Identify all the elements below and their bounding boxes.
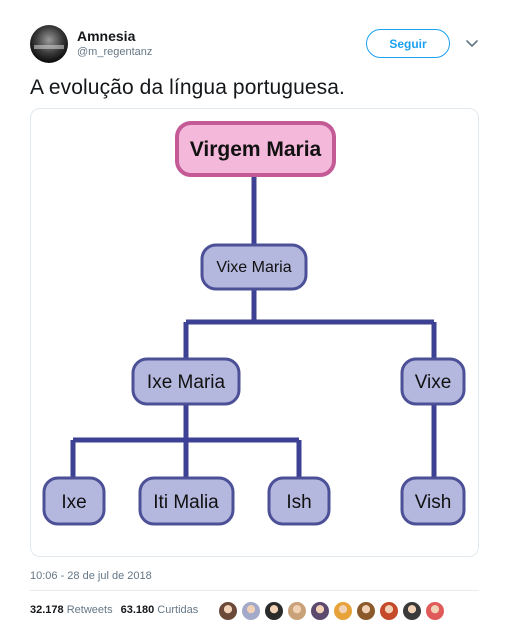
liker-avatar[interactable] (241, 601, 261, 621)
node-leaf-iti-box (138, 476, 235, 526)
node-leaf-ish: Ish (267, 476, 331, 526)
node-level2-label: Vixe Maria (216, 259, 291, 276)
node-leaf-vish-label: Vish (415, 492, 452, 513)
node-leaf-ixe-box (42, 476, 106, 526)
node-level3-left-box (131, 357, 241, 406)
connector-level2-level3 (183, 285, 437, 362)
node-level3-right-label: Vixe (415, 372, 452, 393)
chevron-down-icon[interactable] (464, 37, 480, 51)
retweets-count: 32.178 (30, 604, 64, 616)
node-leaf-vish-box (400, 476, 466, 526)
liker-avatar[interactable] (356, 601, 376, 621)
liker-avatar[interactable] (218, 601, 238, 621)
likes-label: Curtidas (157, 604, 199, 616)
tweet-media-diagram[interactable]: Virgem Maria Vixe Maria Ixe Maria Vixe I… (30, 108, 479, 557)
follow-button[interactable]: Seguir (366, 29, 450, 58)
connector-left-leaves (70, 398, 302, 481)
liker-avatar[interactable] (425, 601, 445, 621)
node-leaf-iti-label: Iti Malia (153, 492, 219, 513)
liker-avatar[interactable] (333, 601, 353, 621)
liker-avatar[interactable] (264, 601, 284, 621)
family-tree-diagram: Virgem Maria Vixe Maria Ixe Maria Vixe I… (42, 121, 466, 526)
liker-avatar[interactable] (379, 601, 399, 621)
node-leaf-iti: Iti Malia (138, 476, 235, 526)
node-level2: Vixe Maria (200, 243, 308, 291)
node-leaf-ish-box (267, 476, 331, 526)
liker-avatar[interactable] (310, 601, 330, 621)
liker-avatars[interactable] (218, 601, 448, 621)
node-level3-right: Vixe (400, 357, 466, 406)
likes-stat[interactable]: 63.180 Curtidas (121, 604, 199, 616)
retweets-label: Retweets (66, 604, 113, 616)
node-root-label: Virgem Maria (190, 138, 322, 161)
node-level3-left: Ixe Maria (131, 357, 241, 406)
avatar[interactable] (30, 25, 68, 63)
liker-avatar[interactable] (287, 601, 307, 621)
tweet-stats: 32.178 Retweets 63.180 Curtidas (30, 604, 206, 616)
node-level2-box (200, 243, 308, 291)
display-name[interactable]: Amnesia (77, 28, 136, 44)
node-root: Virgem Maria (175, 121, 336, 177)
screen-name[interactable]: @m_regentanz (77, 46, 153, 58)
node-root-box (175, 121, 336, 177)
node-level3-left-label: Ixe Maria (147, 372, 226, 393)
divider (30, 590, 479, 591)
likes-count: 63.180 (120, 604, 155, 616)
retweets-stat[interactable]: 32.178 Retweets (30, 604, 113, 616)
liker-avatar[interactable] (402, 601, 422, 621)
timestamp[interactable]: 10:06 - 28 de jul de 2018 (30, 570, 152, 582)
node-level3-right-box (400, 357, 466, 406)
node-leaf-ixe: Ixe (42, 476, 106, 526)
tweet-text: A evolução da língua portuguesa. (30, 76, 345, 99)
node-leaf-ish-label: Ish (286, 492, 311, 513)
node-leaf-vish: Vish (400, 476, 466, 526)
node-leaf-ixe-label: Ixe (61, 492, 86, 513)
